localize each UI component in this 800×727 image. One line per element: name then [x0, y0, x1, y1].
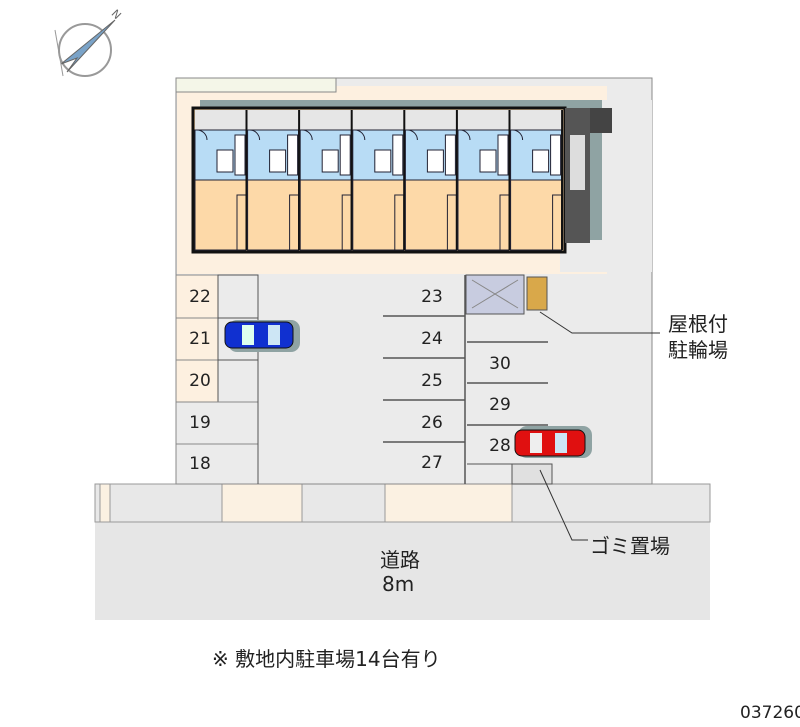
garbage-area [511, 463, 553, 485]
parking-space-number: 29 [489, 395, 511, 415]
parking-space-number: 18 [189, 454, 211, 474]
apartment-unit [299, 110, 353, 251]
car-red [514, 426, 592, 458]
compass-icon [54, 19, 116, 77]
parking-space-number: 20 [189, 371, 211, 391]
parking-space-number: 24 [421, 329, 443, 349]
parking-space-number: 27 [421, 453, 443, 473]
parking-space-number: 21 [189, 329, 211, 349]
apartment-unit [510, 110, 564, 251]
property-id: 037260 [740, 703, 800, 723]
parking-space-number: 26 [421, 413, 443, 433]
road-label: 道路 [380, 548, 420, 572]
parking-space-number: 25 [421, 371, 443, 391]
apartment-unit [457, 110, 511, 251]
road-width-label: 8m [382, 572, 415, 596]
apartment-unit [404, 110, 458, 251]
apartment-unit [194, 110, 248, 251]
bike-shelter [465, 274, 525, 315]
parking-space-number: 30 [489, 354, 511, 374]
parking-note: ※ 敷地内駐車場14台有り [212, 647, 441, 671]
bike-shelter-label-line2: 駐輪場 [668, 338, 728, 362]
parking-space-number: 19 [189, 413, 211, 433]
parking-space-number: 22 [189, 287, 211, 307]
parking-space-number: 23 [421, 287, 443, 307]
apartment-unit [247, 110, 301, 251]
parking-space-number: 28 [489, 436, 511, 456]
apartment-unit [352, 110, 406, 251]
bike-shelter-label-line1: 屋根付 [668, 312, 728, 336]
garbage-label: ゴミ置場 [590, 534, 670, 558]
road [95, 522, 710, 620]
car-blue [224, 320, 300, 352]
